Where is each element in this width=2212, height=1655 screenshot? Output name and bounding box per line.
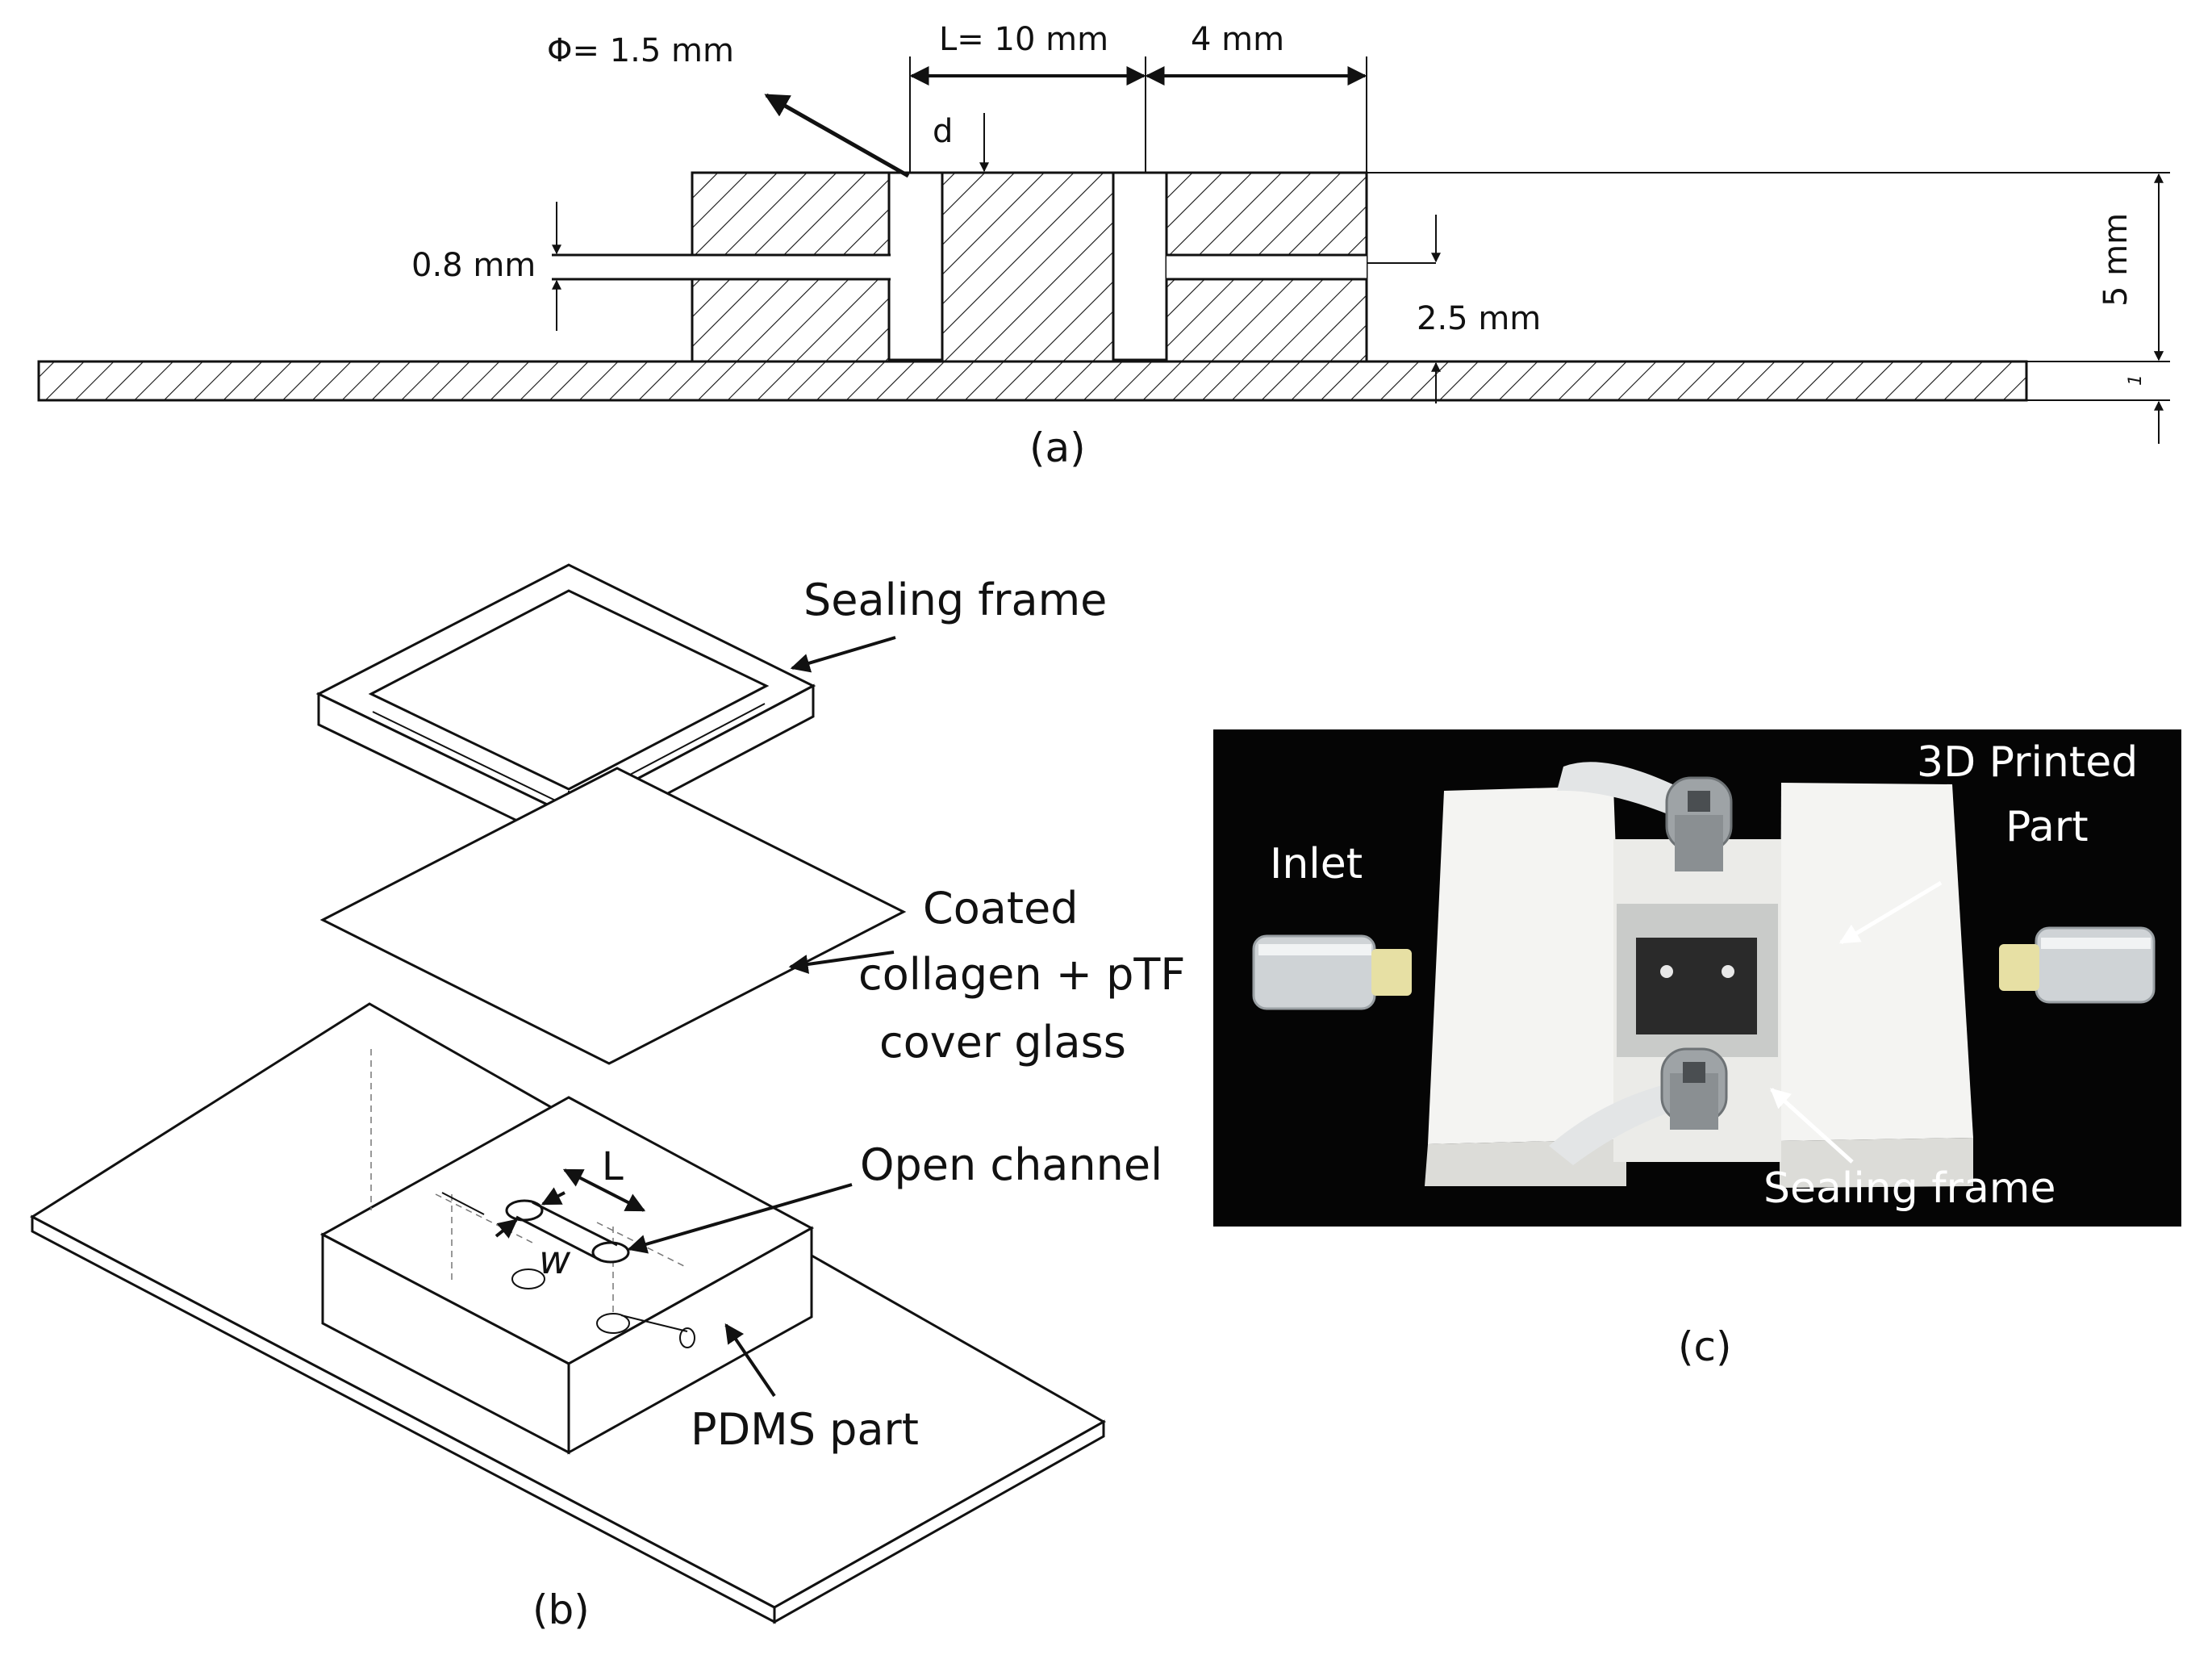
caption-a: (a) <box>1029 424 1086 471</box>
clamp-wing-top <box>1557 762 1686 815</box>
tubing-right <box>1999 926 2156 1004</box>
dim-base: 1 <box>2126 374 2146 386</box>
dim-channel: 0.8 mm <box>411 247 536 284</box>
label-pdms-part: PDMS part <box>691 1404 919 1455</box>
panel-b-exploded-view: Sealing frame Coated collagen + pTF cove… <box>30 563 1185 1633</box>
dim-height-offset: 2.5 mm <box>1417 300 1541 337</box>
label-sealing-frame-photo: Sealing frame <box>1763 1164 2055 1213</box>
dim-phi: Φ= 1.5 mm <box>547 32 734 69</box>
label-sealing-frame: Sealing frame <box>803 575 1107 625</box>
chip <box>1636 938 1757 1034</box>
label-L: L <box>602 1144 624 1189</box>
cover-glass-drawing <box>319 767 907 1065</box>
printed-part-left <box>1428 786 1626 1144</box>
label-inlet: Inlet <box>1270 840 1363 888</box>
dim-depth: d <box>933 113 953 150</box>
dim-length: L= 10 mm <box>939 21 1108 58</box>
label-coated-line1: Coated <box>923 883 1079 934</box>
base-plate <box>37 360 2028 402</box>
dim-total-height: 5 mm <box>2097 213 2135 307</box>
label-coated-line3: cover glass <box>879 1017 1126 1068</box>
label-w: w <box>539 1238 571 1283</box>
screw-bottom <box>1660 1047 1728 1130</box>
clamp-wing-bottom <box>1549 1081 1686 1165</box>
panel-c-photo: 3D Printed Part Inlet Sealing frame (c) <box>1213 729 2181 1370</box>
label-open-channel: Open channel <box>860 1139 1162 1190</box>
printed-part-right <box>1780 783 1973 1141</box>
panel-a-cross-section: Φ= 1.5 mm L= 10 mm 4 mm d 0.8 mm 2.5 mm … <box>37 21 2170 471</box>
tubing-left <box>1252 934 1412 1010</box>
label-coated-line2: collagen + pTF <box>858 949 1185 1000</box>
left-hole <box>887 171 944 362</box>
label-3d-printed-line1: 3D Printed <box>1917 738 2138 787</box>
right-channel <box>1167 255 1367 279</box>
caption-b: (b) <box>532 1586 590 1633</box>
right-hole <box>1112 171 1168 362</box>
screw-top <box>1665 776 1733 871</box>
dim-gap: 4 mm <box>1191 21 1284 58</box>
left-channel <box>552 255 891 279</box>
caption-c: (c) <box>1678 1323 1732 1370</box>
label-3d-printed-line2: Part <box>2005 803 2089 851</box>
